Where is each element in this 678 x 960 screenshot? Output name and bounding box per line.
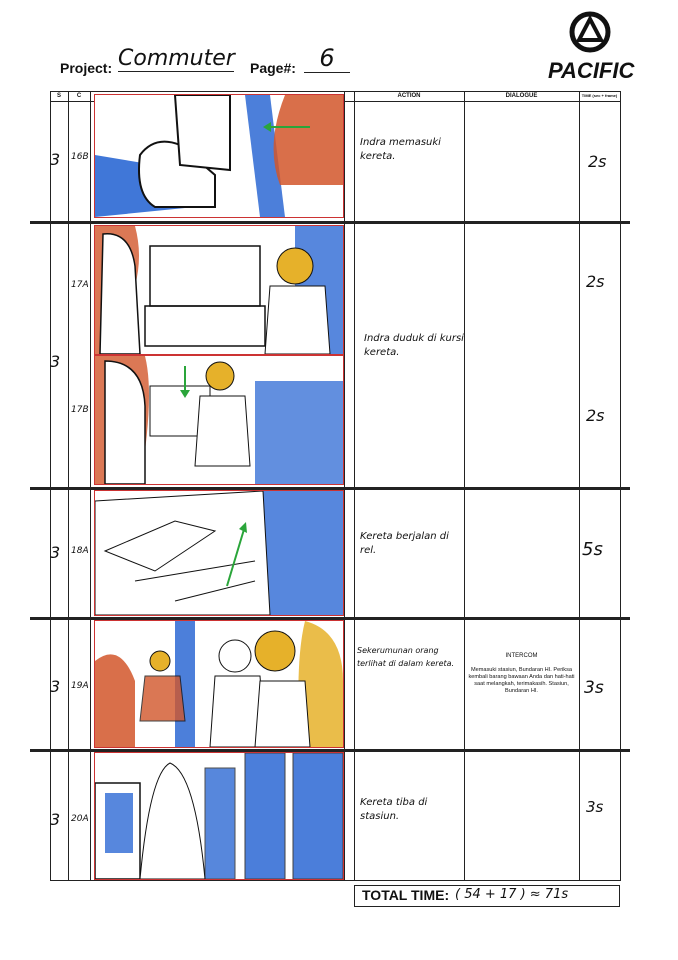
storyboard-panel-17b bbox=[94, 355, 344, 485]
row3-scene: 3 bbox=[50, 543, 61, 562]
row1-time: 2s bbox=[588, 152, 607, 171]
storyboard-panel-20a bbox=[94, 752, 344, 880]
col-action-header: ACTION bbox=[397, 93, 421, 99]
logo-text: PACIFIC bbox=[548, 58, 635, 83]
row2-time-b: 2s bbox=[586, 406, 605, 425]
row3-time: 5s bbox=[582, 539, 603, 560]
col-dialogue-header: DIALOGUE bbox=[505, 93, 538, 99]
row3-action: Kereta berjalan di rel. bbox=[360, 531, 449, 556]
row2-action: Indra duduk di kursi kereta. bbox=[364, 333, 464, 358]
total-time-label: TOTAL TIME: bbox=[362, 887, 450, 903]
row4-time: 3s bbox=[584, 678, 604, 698]
row5-scene: 3 bbox=[50, 810, 61, 829]
row5-cut: 20A bbox=[71, 814, 89, 824]
row2-scene: 3 bbox=[50, 352, 61, 371]
row5-time: 3s bbox=[586, 798, 604, 816]
storyboard-panel-17a bbox=[94, 225, 344, 355]
project-value: Commuter bbox=[118, 46, 235, 72]
total-time-value: ( 54 + 17 ) ≈ 71s bbox=[455, 887, 569, 902]
storyboard-panel-19a bbox=[94, 620, 344, 748]
row1-action: Indra memasuki kereta. bbox=[360, 137, 441, 162]
row2-cut-a: 17A bbox=[71, 280, 89, 290]
row1-cut: 16B bbox=[71, 152, 89, 162]
col-time-header: TIME (sec + frame) bbox=[581, 93, 618, 98]
page-value: 6 bbox=[304, 44, 350, 73]
row5-action: Kereta tiba di stasiun. bbox=[360, 797, 428, 822]
row4-action: Sekerumunan orang terlihat di dalam kere… bbox=[357, 646, 455, 668]
col-c-header: C bbox=[76, 93, 82, 99]
row4-dialogue: Memasuki stasiun, Bundaran HI. Periksa k… bbox=[468, 667, 575, 694]
col-s-header: S bbox=[56, 93, 61, 99]
row4-cut: 19A bbox=[71, 681, 89, 691]
row1-scene: 3 bbox=[50, 150, 61, 169]
pacific-logo-icon bbox=[569, 11, 611, 53]
row4-scene: 3 bbox=[50, 677, 61, 696]
project-label: Project: bbox=[60, 60, 113, 76]
total-time-box bbox=[354, 885, 620, 907]
row3-cut: 18A bbox=[71, 546, 89, 556]
row2-time-a: 2s bbox=[586, 272, 605, 291]
row4-dialogue-title: INTERCOM bbox=[505, 653, 538, 659]
storyboard-panel-18a bbox=[94, 490, 344, 616]
row2-cut-b: 17B bbox=[71, 405, 89, 415]
page-label: Page#: bbox=[250, 60, 296, 76]
storyboard-panel-16b bbox=[94, 94, 344, 218]
